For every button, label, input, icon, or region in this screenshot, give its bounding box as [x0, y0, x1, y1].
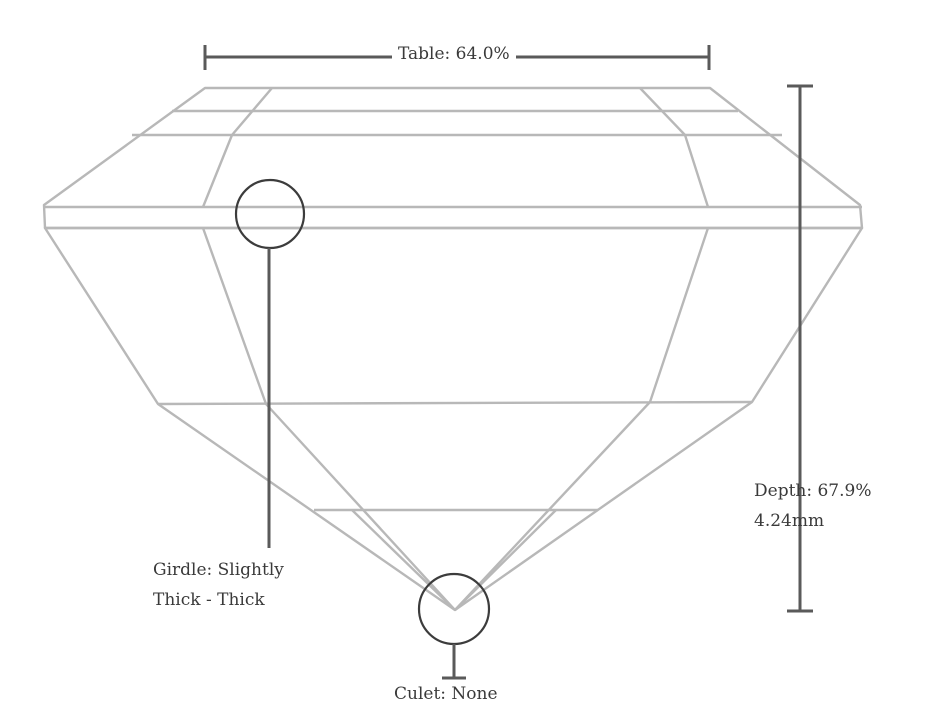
- pavilion-left-main: [201, 227, 456, 611]
- pavilion-tier-line-1: [157, 400, 753, 406]
- depth-label: Depth: 67.9% 4.24mm: [754, 476, 872, 536]
- crown-right-break: [639, 87, 710, 208]
- girdle-label: Girdle: Slightly Thick - Thick: [153, 555, 284, 615]
- crown-facets: [42, 86, 864, 230]
- pavilion-left-inner: [351, 509, 456, 611]
- depth-measure: [787, 84, 813, 613]
- culet-label: Culet: None: [394, 684, 498, 704]
- table-measure: [203, 45, 711, 70]
- depth-mm-text: 4.24mm: [754, 511, 825, 531]
- pavilion-right-main: [454, 227, 710, 611]
- culet-callout: [417, 572, 491, 680]
- pavilion-outline: [43, 226, 864, 612]
- pavilion-facets: [43, 226, 864, 612]
- depth-percent-text: Depth: 67.9%: [754, 481, 872, 501]
- girdle-callout: [234, 178, 306, 548]
- girdle-callout-circle: [234, 178, 306, 250]
- table-label: Table: 64.0%: [392, 44, 516, 66]
- girdle-text-line2: Thick - Thick: [153, 590, 265, 610]
- crown-left-break: [201, 87, 273, 208]
- girdle-text-line1: Girdle: Slightly: [153, 560, 284, 580]
- pavilion-right-inner: [454, 509, 557, 611]
